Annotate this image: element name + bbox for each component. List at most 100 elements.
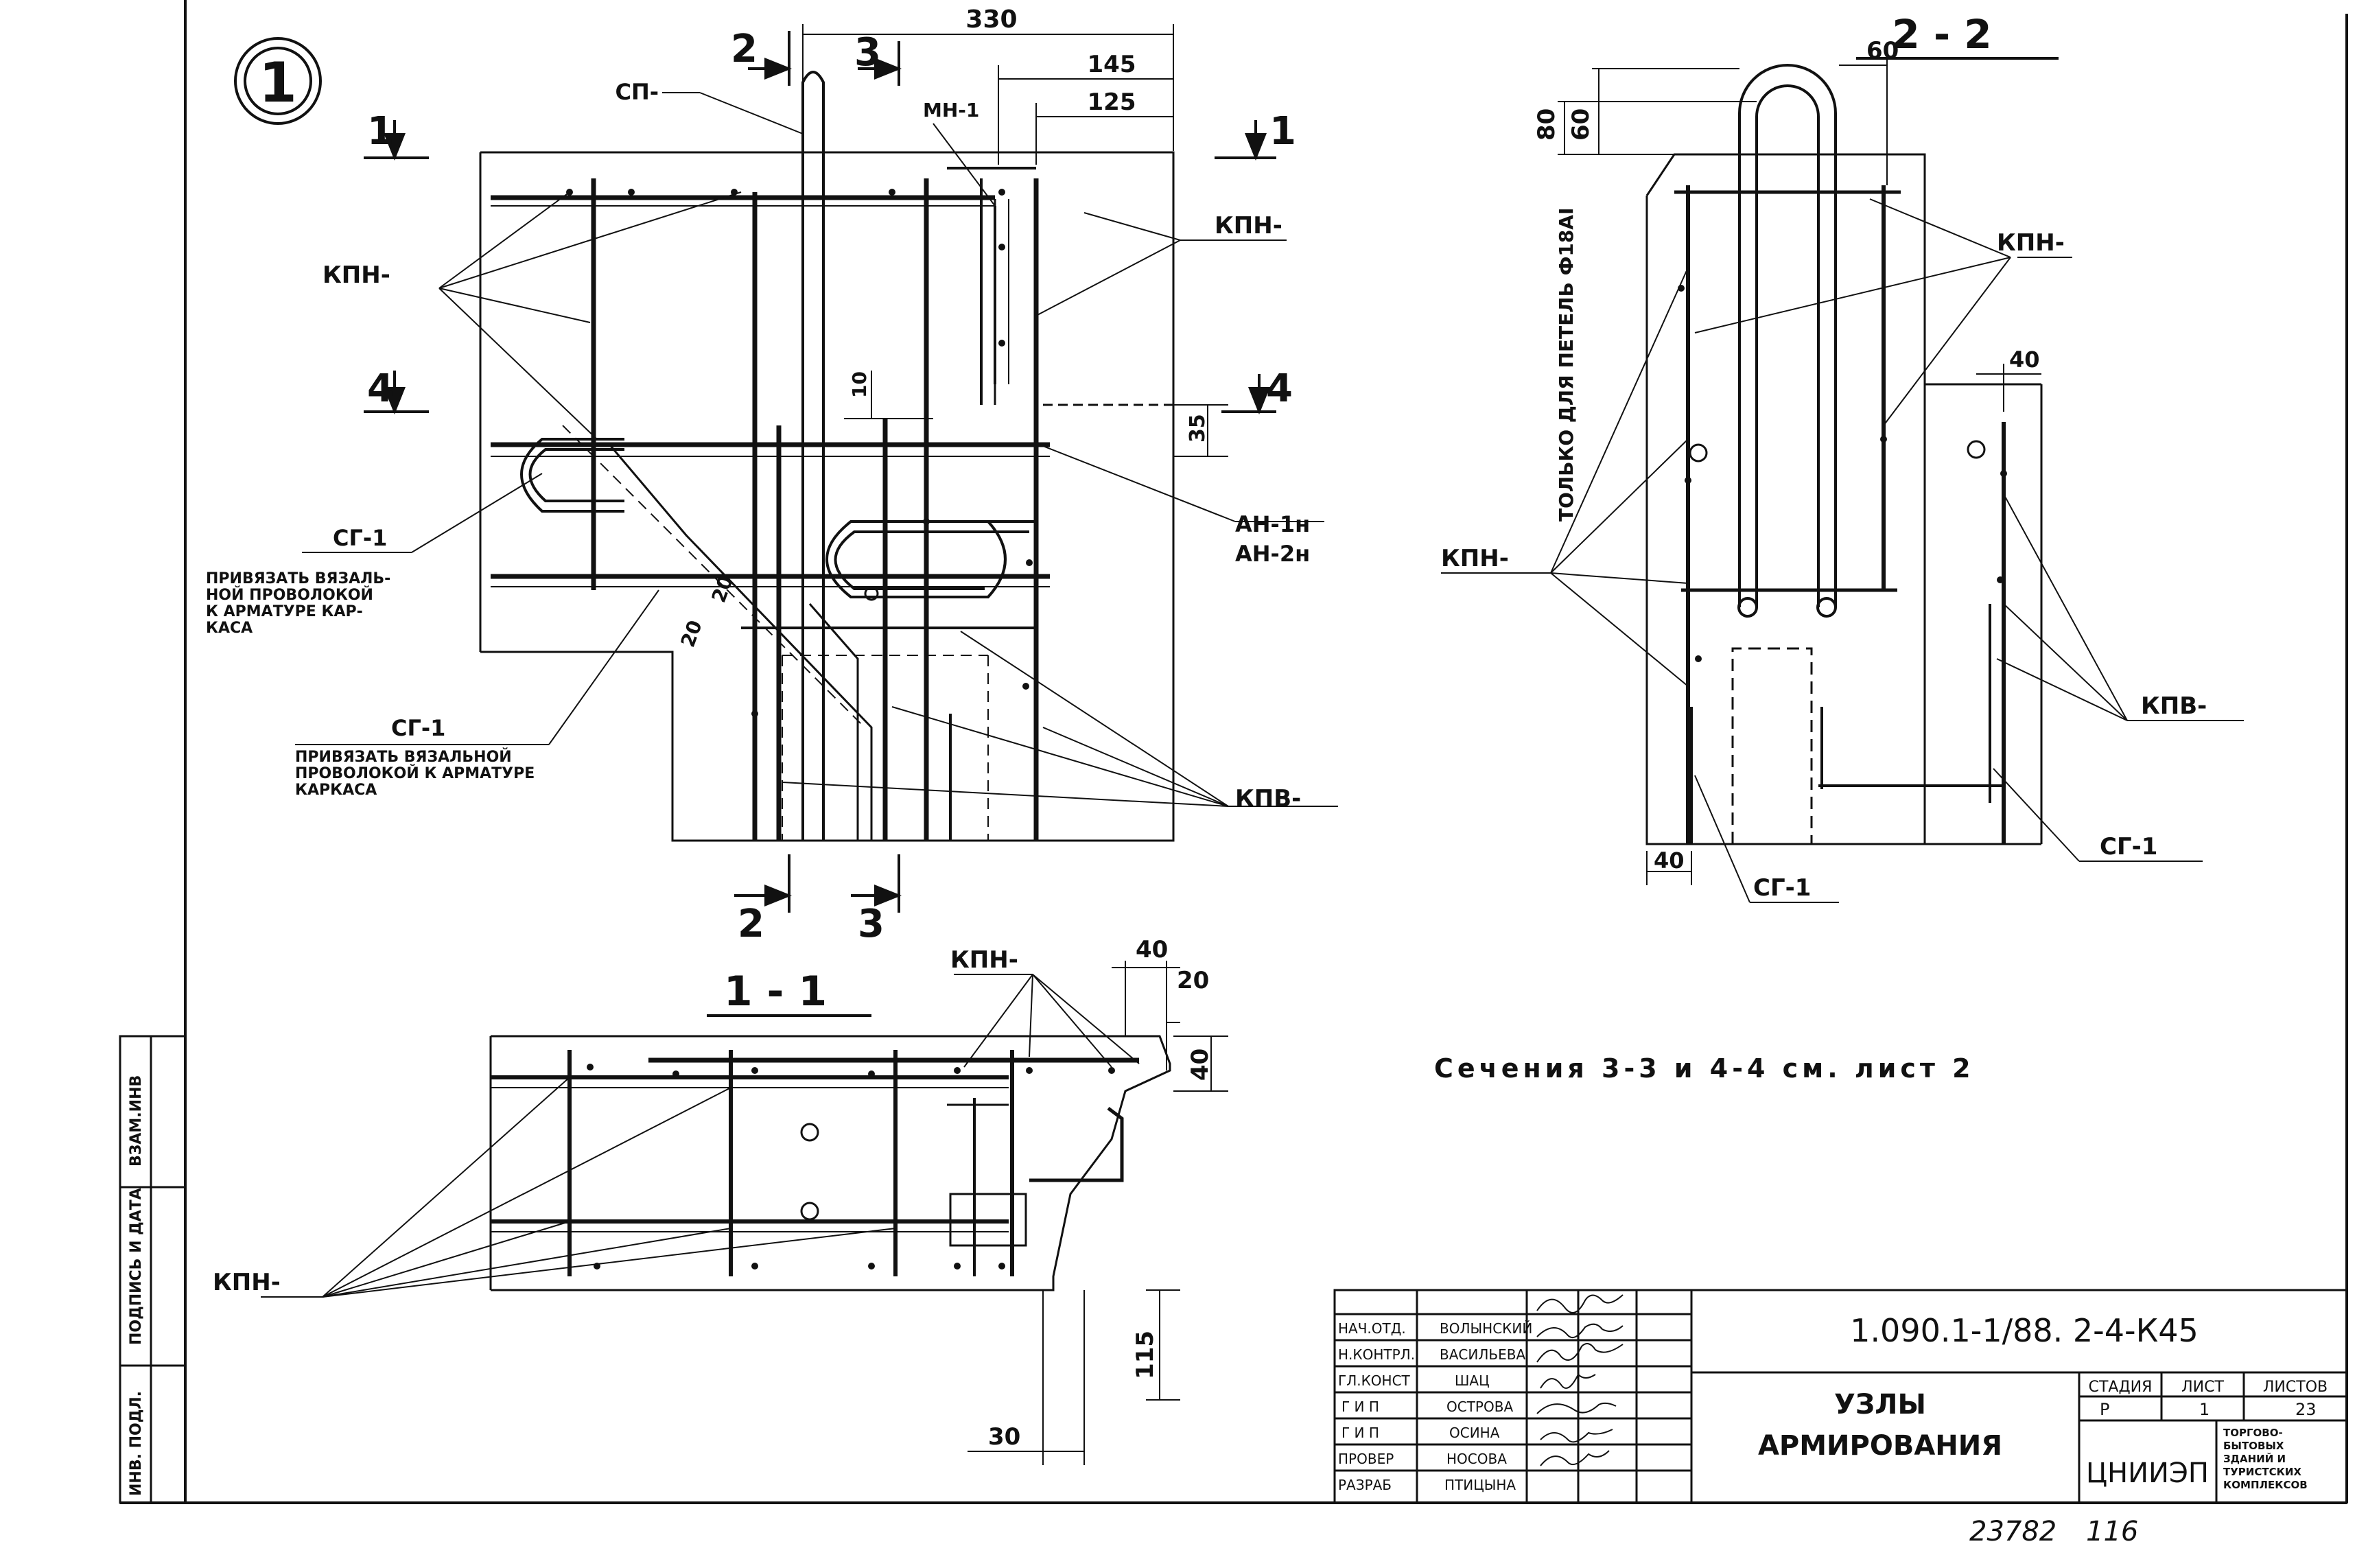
tb-sheet: 1	[2199, 1400, 2210, 1419]
node-number: 1	[259, 51, 297, 115]
section-2-2-leaders	[1441, 198, 2244, 903]
label-kpn-left: КПН-	[323, 261, 390, 289]
tb-code: 1.090.1-1/88. 2-4-К45	[1850, 1312, 2199, 1349]
dim-40-1-1-top: 40	[1136, 936, 1168, 963]
tb-role-6: РАЗРАБ	[1338, 1477, 1392, 1493]
dim-20-b: 20	[677, 617, 707, 650]
tb-title-2: АРМИРОВАНИЯ	[1758, 1430, 2002, 1462]
section-2-2-concrete	[1645, 153, 2043, 845]
label-sp: СП-	[615, 79, 659, 105]
elevation-dots	[566, 189, 1033, 717]
elevation-horizontal-bars	[491, 195, 1050, 629]
label-sg1-b: СГ-1	[391, 715, 445, 741]
note2-line1: ПРИВЯЗАТЬ ВЯЗАЛЬНОЙ	[295, 748, 512, 766]
tb-name-6: ПТИЦЫНА	[1444, 1477, 1516, 1493]
tb-sheets: 23	[2295, 1400, 2317, 1419]
an-loop-bars	[520, 438, 1036, 598]
dim-60-top: 60	[1866, 37, 1899, 65]
label-kpn-22-left: КПН-	[1441, 545, 1509, 572]
sections-note: Сечения 3-3 и 4-4 см. лист 2	[1434, 1053, 1975, 1084]
tb-stage: Р	[2100, 1400, 2109, 1419]
tb-org-desc-1: БЫТОВЫХ	[2223, 1440, 2284, 1452]
loops-note: ТОЛЬКО ДЛЯ ПЕТЕЛЬ Ф18АI	[1555, 208, 1578, 522]
tb-stage-head: СТАДИЯ	[2089, 1379, 2153, 1396]
note2-line3: КАРКАСА	[295, 782, 377, 799]
label-an1n: АН-1н	[1235, 511, 1310, 537]
dim-20-1-1: 20	[1177, 967, 1209, 994]
label-mn1: МН-1	[923, 99, 979, 121]
archive-number: 23782	[1969, 1516, 2056, 1547]
archive-page: 116	[2086, 1516, 2138, 1547]
note1-line3: К АРМАТУРЕ КАР-	[206, 603, 363, 620]
tb-role-1: Н.КОНТРЛ.	[1338, 1346, 1415, 1363]
dim-35: 35	[1186, 414, 1210, 443]
note1-line2: НОЙ ПРОВОЛОКОЙ	[206, 586, 373, 604]
elevation-concrete-outline	[479, 151, 1175, 842]
tb-role-5: ПРОВЕР	[1338, 1451, 1394, 1467]
dim-330: 330	[965, 5, 1017, 34]
dim-40-a: 40	[2009, 347, 2040, 373]
tb-name-0: ВОЛЫНСКИЙ	[1440, 1320, 1532, 1337]
label-kpn-1-1-top: КПН-	[950, 946, 1018, 974]
label-sg1-22-right: СГ-1	[2100, 833, 2157, 861]
tb-name-1: ВАСИЛЬЕВА	[1440, 1346, 1525, 1363]
section-1-1-title: 1 - 1	[724, 968, 827, 1016]
tb-org: ЦНИИЭП	[2086, 1458, 2209, 1489]
tb-org-desc-2: ЗДАНИЙ И	[2223, 1452, 2286, 1465]
dim-145: 145	[1088, 51, 1136, 78]
section-cut-markers	[364, 31, 1276, 913]
tb-role-0: НАЧ.ОТД.	[1338, 1320, 1406, 1337]
tb-org-desc-4: КОМПЛЕКСОВ	[2223, 1479, 2308, 1491]
elevation-leaders	[295, 92, 1338, 807]
section-1-1-bars	[491, 1050, 1139, 1276]
elevation-dashed-lines	[562, 425, 989, 841]
section-2-2-bars	[1674, 185, 2006, 844]
section-2-2-dimensions	[1558, 55, 2059, 885]
label-kpn-right: КПН-	[1215, 212, 1282, 239]
mn1-plate	[947, 167, 1036, 384]
signatures	[1536, 1294, 1624, 1466]
dim-80: 80	[1533, 108, 1560, 141]
elevation-dimension-lines	[802, 24, 1228, 457]
section-2-2-title: 2 - 2	[1892, 11, 1991, 58]
cut-mark-3-top: 3	[854, 30, 881, 75]
label-an2n: АН-2н	[1235, 541, 1310, 567]
cut-mark-2-top: 2	[731, 27, 758, 71]
elevation-diagonal	[609, 445, 873, 841]
label-kpn-22-top: КПН-	[1997, 229, 2065, 257]
label-kpv-22: КПВ-	[2141, 692, 2207, 720]
section-1-1-hole-b	[800, 1202, 819, 1221]
section-2-2-hole-b	[1967, 440, 1986, 459]
tb-org-desc-0: ТОРГОВО-	[2223, 1427, 2283, 1439]
dim-125: 125	[1088, 89, 1136, 116]
dim-10: 10	[848, 371, 871, 398]
side-stamp-inv: ИНВ. ПОДЛ.	[128, 1391, 145, 1496]
tb-name-5: НОСОВА	[1446, 1451, 1507, 1467]
cut-mark-4-left: 4	[367, 366, 394, 411]
tb-role-2: ГЛ.КОНСТ	[1338, 1372, 1411, 1389]
section-2-2-dashed	[1731, 647, 1813, 844]
cut-mark-2-bottom: 2	[738, 902, 764, 946]
tb-sheets-head: ЛИСТОВ	[2263, 1379, 2328, 1396]
cut-mark-1-left: 1	[367, 109, 394, 154]
tb-role-4: Г И П	[1341, 1425, 1379, 1441]
dim-60-side: 60	[1567, 108, 1595, 141]
tb-name-2: ШАЦ	[1455, 1372, 1490, 1389]
section-1-1-leaders	[261, 974, 1140, 1298]
cut-mark-3-bottom: 3	[858, 902, 884, 946]
elevation-vertical-bars	[591, 178, 1039, 841]
note1-line4: КАСА	[206, 620, 253, 637]
section-1-1-dimensions	[968, 961, 1228, 1465]
side-stamp-vzam: ВЗАМ.ИНВ	[128, 1075, 145, 1167]
tb-org-desc-3: ТУРИСТСКИХ	[2223, 1466, 2301, 1478]
note2-line2: ПРОВОЛОКОЙ К АРМАТУРЕ	[295, 764, 535, 782]
cut-mark-4-right: 4	[1266, 366, 1293, 411]
section-2-2-loop	[1737, 64, 1837, 618]
label-sg1-a: СГ-1	[333, 525, 387, 551]
cut-mark-1-right: 1	[1269, 109, 1296, 154]
tb-title-1: УЗЛЫ	[1834, 1389, 1926, 1420]
note1-line1: ПРИВЯЗАТЬ ВЯЗАЛЬ-	[206, 570, 390, 587]
label-kpn-1-1-left: КПН-	[213, 1269, 281, 1296]
title-block	[1333, 1289, 2348, 1504]
